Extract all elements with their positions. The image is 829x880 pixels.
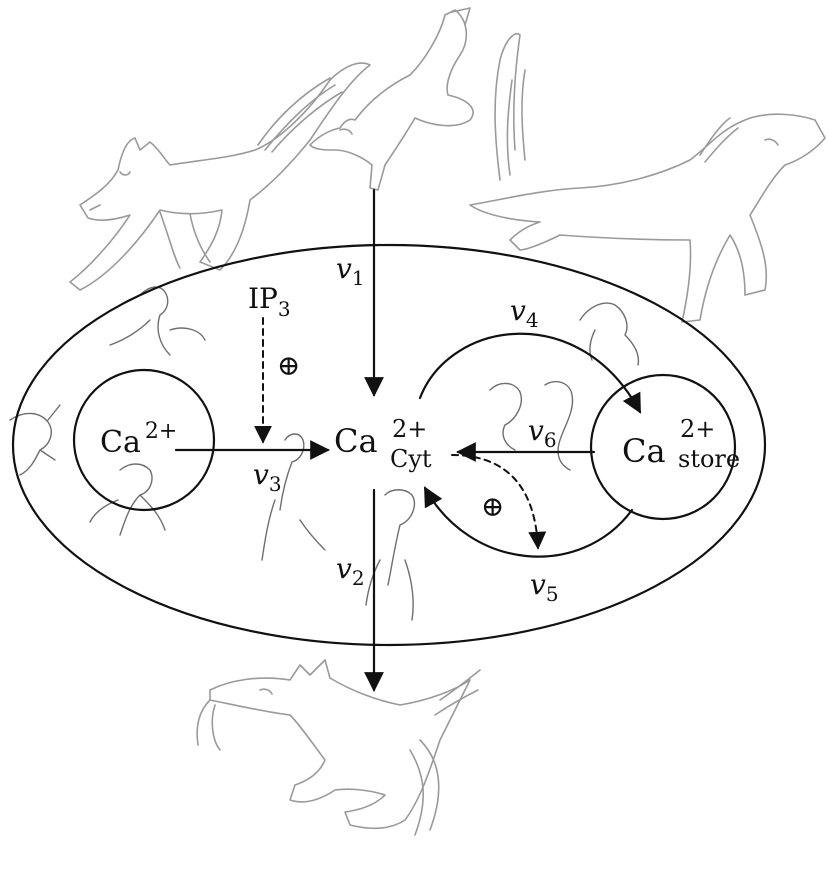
store-calcium-subscript: store [678, 445, 740, 473]
ip3-plus-sign: ⊕ [277, 349, 300, 382]
v2-label: v2 [336, 552, 365, 590]
cytosolic-calcium-label: Ca [334, 422, 378, 460]
horse-sketch-left [70, 63, 370, 290]
v4-label: v4 [510, 294, 539, 332]
store-calcium-charge: 2+ [680, 415, 715, 443]
v5-label: v5 [530, 568, 559, 606]
store-calcium-label: Ca [622, 432, 666, 470]
horse-sketch-bottom [197, 660, 480, 835]
cicr-plus-sign: ⊕ [481, 490, 504, 523]
v1-label: v1 [336, 252, 365, 290]
cytosolic-calcium-subscript: Cyt [390, 445, 432, 473]
v3-label: v3 [253, 458, 282, 496]
cytosolic-calcium-charge: 2+ [392, 415, 427, 443]
v6-label: v6 [528, 414, 557, 452]
ip3-label: IP3 [248, 282, 291, 321]
v5-arrow [425, 488, 632, 557]
horse-sketch-right [470, 34, 825, 322]
horse-sketch-top [310, 8, 473, 190]
